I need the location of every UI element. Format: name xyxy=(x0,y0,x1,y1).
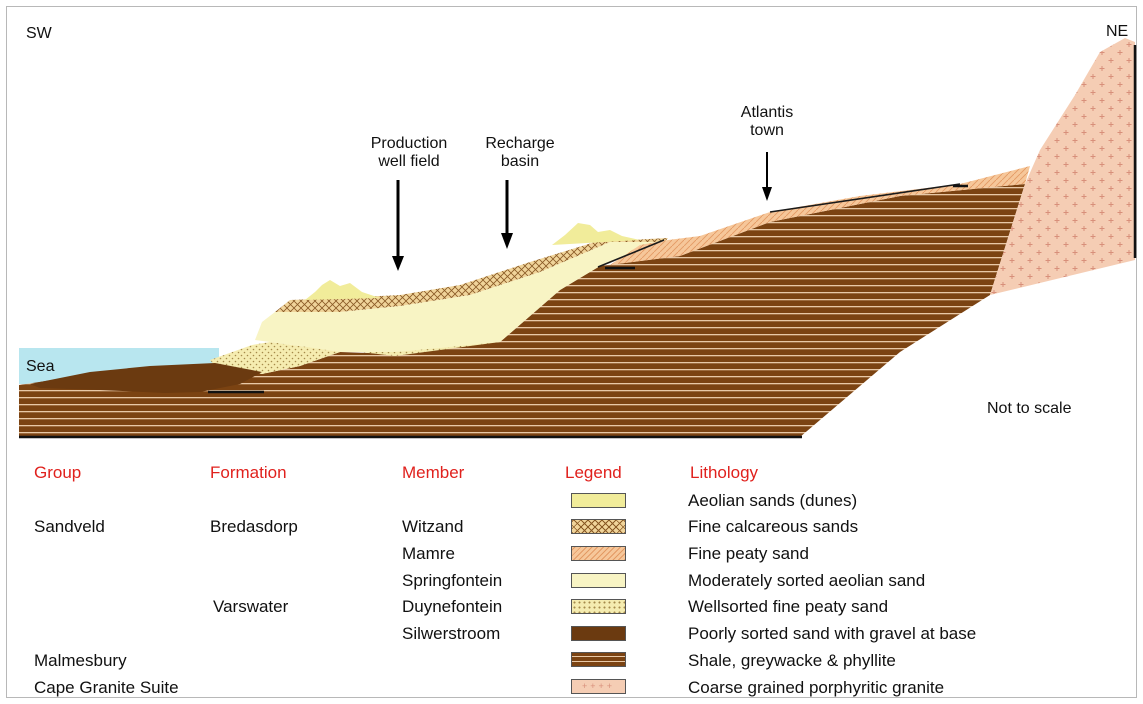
figure-frame xyxy=(6,6,1137,698)
lithology-peaty: Fine peaty sand xyxy=(688,544,809,563)
header-member: Member xyxy=(402,463,465,482)
cross-section-layers xyxy=(19,38,1137,439)
header-lithology: Lithology xyxy=(690,463,759,482)
ground-surface-line xyxy=(597,183,961,268)
member-mamre: Mamre xyxy=(402,544,455,563)
swatch-aeolian-dunes xyxy=(571,493,626,508)
lithology-gravel: Poorly sorted sand with gravel at base xyxy=(688,624,977,643)
swatch-granite: ++++ xyxy=(571,679,626,694)
wellsorted-sand-layer xyxy=(210,342,500,374)
dune-2 xyxy=(552,223,640,245)
member-springfontein: Springfontein xyxy=(402,571,503,590)
label-ne: NE xyxy=(1106,23,1129,40)
group-sandveld: Sandveld xyxy=(34,517,105,536)
lithology-calcareous: Fine calcareous sands xyxy=(688,517,859,536)
swatch-shale xyxy=(571,652,626,667)
group-cape-granite-suite: Cape Granite Suite xyxy=(34,678,179,697)
header-legend: Legend xyxy=(565,463,622,482)
granite-layer xyxy=(990,38,1135,295)
label-not-to-scale: Not to scale xyxy=(987,400,1072,417)
lithology-aeolian-dunes: Aeolian sands (dunes) xyxy=(688,491,858,510)
lithology-shale: Shale, greywacke & phyllite xyxy=(688,651,896,670)
peaty-sand-layer xyxy=(610,166,1030,265)
swatch-calcareous xyxy=(571,519,626,534)
lithology-wellsorted: Wellsorted fine peaty sand xyxy=(688,597,889,616)
label-sw: SW xyxy=(26,25,52,42)
member-witzand: Witzand xyxy=(402,517,464,536)
lithology-aeolian: Moderately sorted aeolian sand xyxy=(688,571,926,590)
group-malmesbury: Malmesbury xyxy=(34,651,127,670)
header-formation: Formation xyxy=(210,463,287,482)
formation-varswater: Varswater xyxy=(213,597,289,616)
label-sea: Sea xyxy=(26,358,55,375)
aeolian-sand-layer xyxy=(255,242,665,352)
header-group: Group xyxy=(34,463,82,482)
member-duynefontein: Duynefontein xyxy=(402,597,503,616)
swatch-wellsorted xyxy=(571,599,626,614)
dune-1 xyxy=(305,280,380,300)
swatch-peaty xyxy=(571,546,626,561)
shale-layer xyxy=(19,184,1025,437)
swatch-gravel xyxy=(571,626,626,641)
lithology-granite: Coarse grained porphyritic granite xyxy=(688,678,945,697)
annotation-arrows xyxy=(392,152,772,271)
calcareous-sand-layer xyxy=(275,238,668,312)
formation-bredasdorp: Bredasdorp xyxy=(210,517,298,536)
swatch-aeolian xyxy=(571,573,626,588)
member-silwerstroom: Silwerstroom xyxy=(402,624,501,643)
gravel-layer xyxy=(30,363,262,393)
